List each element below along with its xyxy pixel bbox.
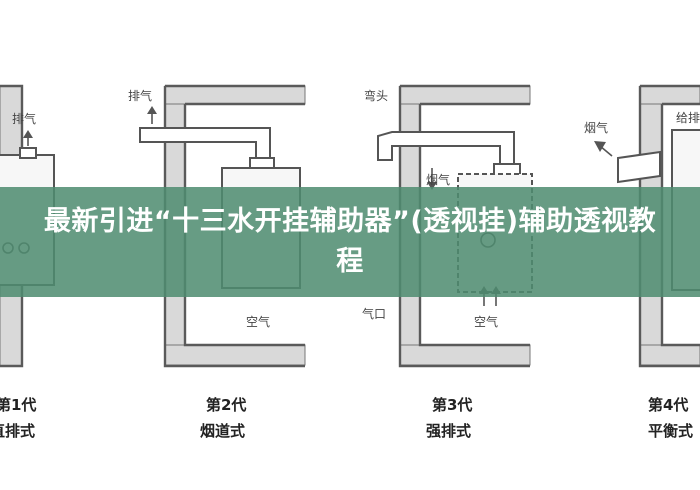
- g4-ceiling: [639, 85, 700, 105]
- banner-title: 最新引进“十三水开挂辅助器”(透视挂)辅助透视教程: [43, 206, 657, 277]
- g3-flue-arrowhead: [427, 182, 437, 190]
- g4-caption-line2: 平衡式: [648, 422, 693, 440]
- g1-caption-line1: 第1代: [0, 396, 36, 414]
- g2-wall-outline: [163, 84, 305, 368]
- g3-elbow-label: 弯头: [364, 88, 388, 103]
- g3-air-label: 空气: [474, 314, 498, 329]
- title-banner: 最新引进“十三水开挂辅助器”(透视挂)辅助透视教程: [0, 187, 700, 297]
- g2-exhaust-arrowhead: [147, 106, 157, 114]
- g4-balanced-flue: [617, 150, 661, 184]
- g2-flue-pipe: [139, 127, 271, 161]
- g1-top-vent: [19, 147, 37, 159]
- g2-exhaust-label: 排气: [128, 88, 152, 103]
- g1-exhaust-label: 排气: [12, 111, 36, 126]
- g3-wall-outline: [398, 84, 530, 368]
- g3-flue-pipe-elbow: [377, 131, 515, 167]
- g1-caption-line2: 直排式: [0, 422, 35, 440]
- g1-exhaust-arrowhead: [23, 130, 33, 138]
- g4-flue-label: 烟气: [584, 120, 608, 135]
- g2-caption-line2: 烟道式: [200, 422, 245, 440]
- g3-ceiling: [399, 85, 531, 105]
- g3-floor: [399, 344, 531, 366]
- g2-air-label: 空气: [246, 314, 270, 329]
- g3-caption-line2: 强排式: [426, 422, 471, 440]
- g4-caption-line1: 第4代: [648, 396, 688, 414]
- g4-wall-outline: [638, 84, 700, 368]
- g4-supply-label: 给排: [676, 111, 700, 125]
- g4-floor: [639, 344, 700, 366]
- g3-caption-line1: 第3代: [432, 396, 472, 414]
- g3-flue-label: 烟气: [426, 172, 450, 187]
- g3-air-inlet-label: 气口: [362, 306, 386, 321]
- g2-caption-line1: 第2代: [206, 396, 246, 414]
- g2-ceiling: [164, 85, 306, 105]
- g2-floor: [164, 344, 306, 366]
- g4-flue-arrowhead: [594, 141, 606, 152]
